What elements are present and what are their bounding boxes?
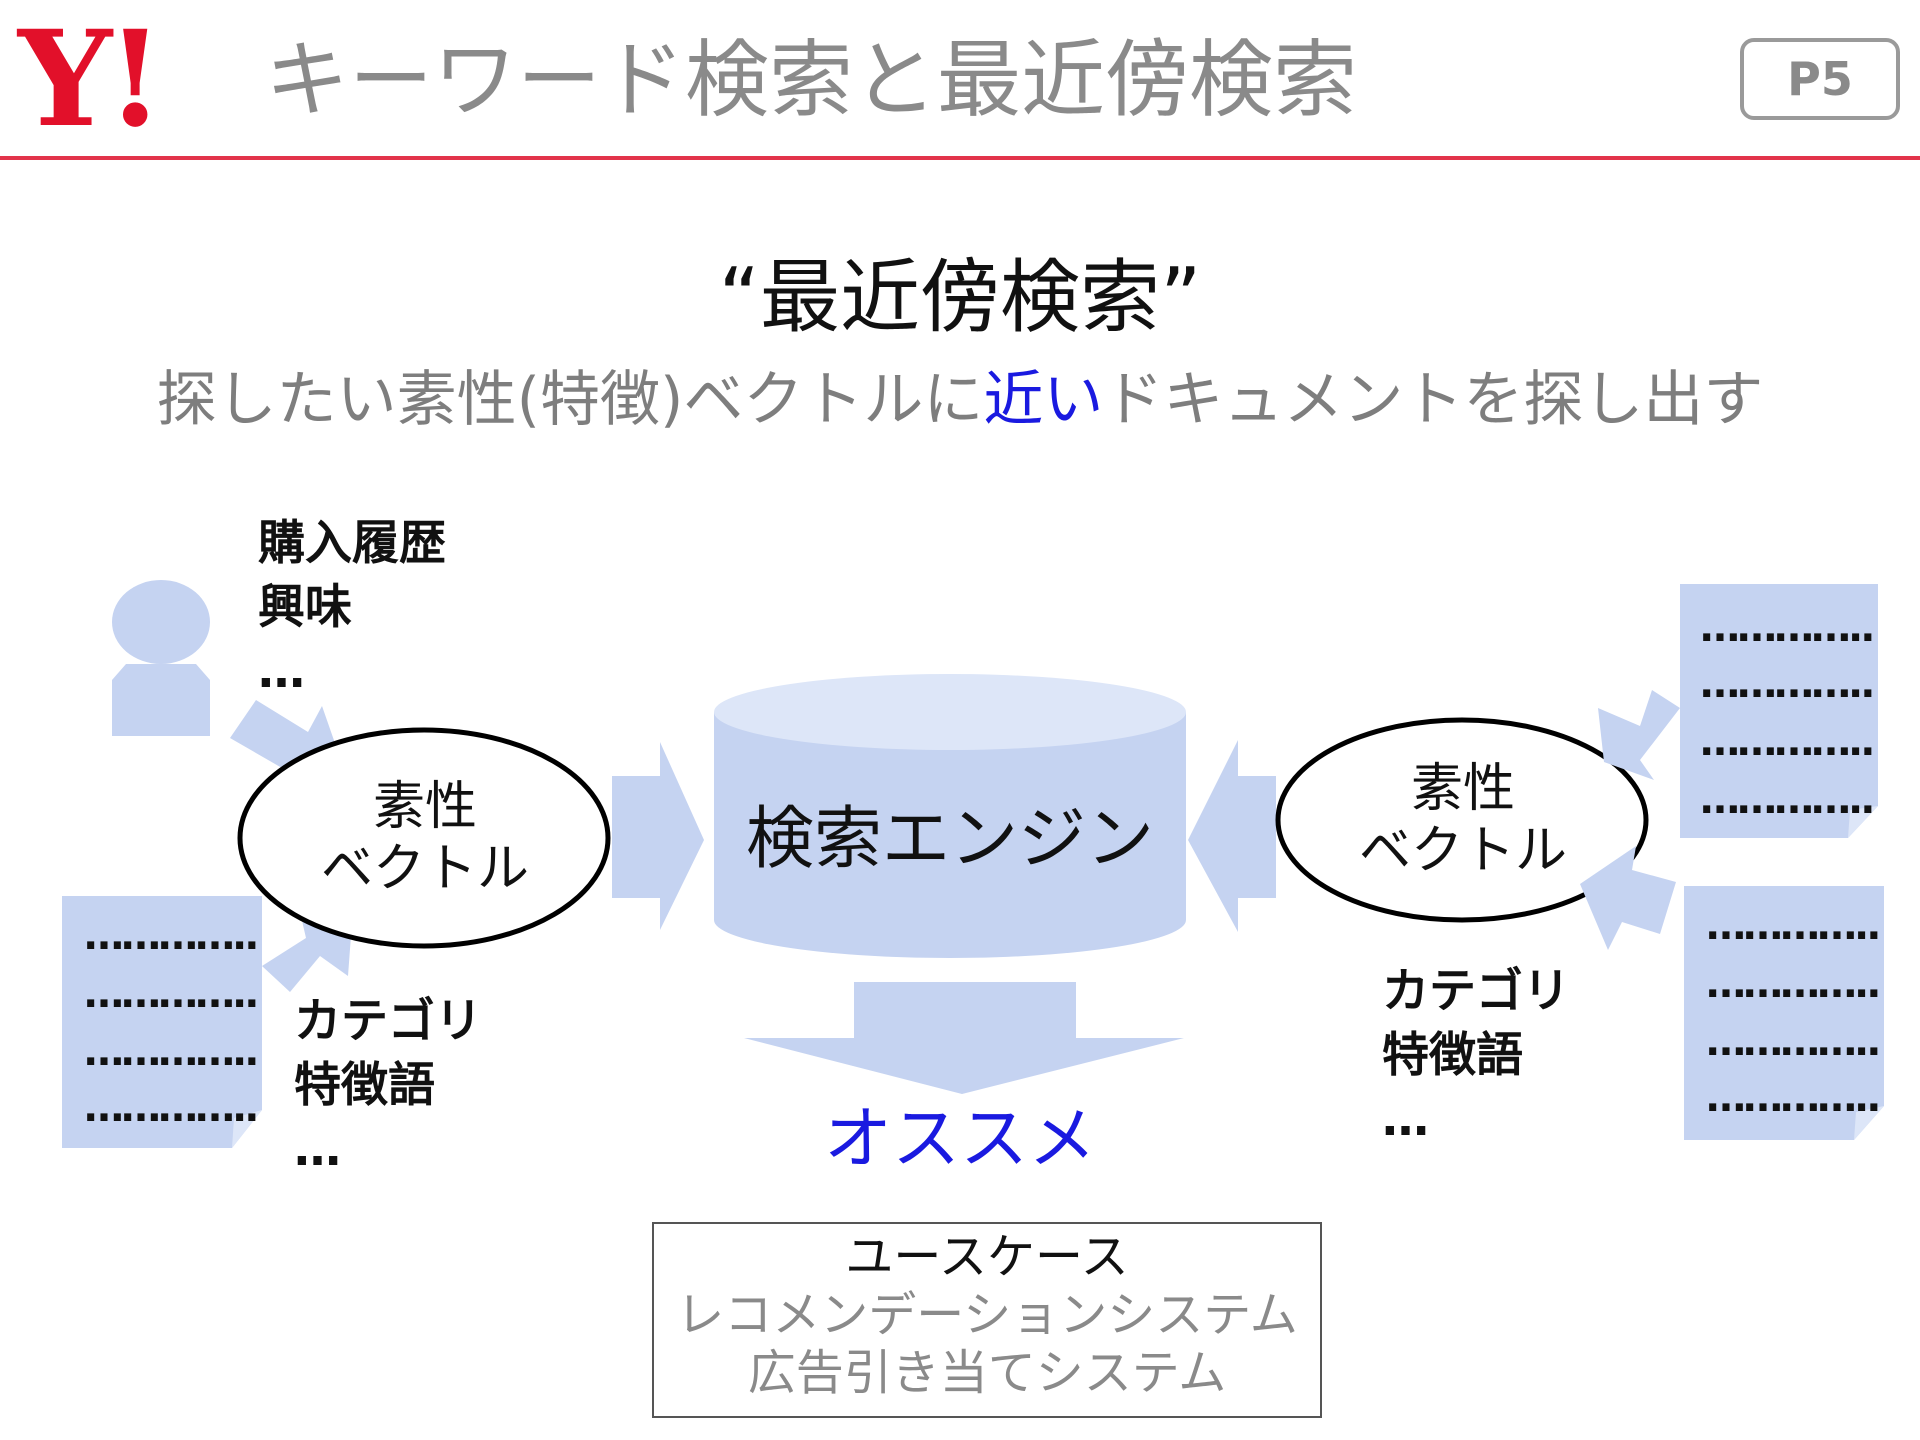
arrow-doc-to-vector-right-top [1598, 690, 1680, 780]
arrow-vector-to-engine-right [1188, 740, 1276, 932]
document-icon-right-bottom [1684, 886, 1884, 1140]
yahoo-logo: Y! [18, 2, 164, 157]
subtitle-highlight: 近い [983, 365, 1104, 435]
header-divider [0, 156, 1920, 160]
recommendation-label: オススメ [823, 1100, 1096, 1179]
document-icon-right-top [1680, 584, 1878, 838]
user-attributes-label: 購入履歴 興味 … [258, 516, 446, 699]
document-text-line: ………….. [1700, 661, 1875, 707]
document-text-line: ………….. [84, 971, 259, 1017]
main-heading: “最近傍検索” [718, 251, 1202, 344]
document-text-line: ………….. [84, 913, 259, 959]
feature-vector-label-right: 素性 ベクトル [1358, 759, 1567, 881]
document-text-line: ………….. [1700, 777, 1875, 823]
feature-vector-ellipse-left [237, 727, 611, 949]
feature-vector-label-left: 素性 ベクトル [320, 777, 529, 899]
document-features-label-right: カテゴリ 特徴語 … [1382, 964, 1570, 1147]
use-case-box: ユースケース レコメンデーションシステム 広告引き当てシステム [652, 1222, 1322, 1418]
slide-title: キーワード検索と最近傍検索 [265, 31, 1358, 129]
arrow-doc-to-vector-right-bottom [1580, 846, 1676, 950]
document-text-line: ………….. [1706, 903, 1881, 949]
document-text-line: ………….. [1706, 1019, 1881, 1065]
use-case-item: 広告引き当てシステム [747, 1345, 1227, 1401]
subtitle-text-after: ドキュメントを探し出す [1103, 365, 1764, 435]
document-features-label-left: カテゴリ 特徴語 … [294, 994, 482, 1177]
user-icon [112, 580, 210, 736]
search-engine-cylinder [714, 674, 1186, 958]
page-number-badge: P5 [1740, 38, 1900, 120]
document-text-line: ………….. [1700, 605, 1875, 651]
document-text-line: ………….. [1700, 719, 1875, 765]
feature-vector-ellipse-right [1275, 717, 1649, 923]
use-case-title: ユースケース [845, 1229, 1129, 1285]
document-text-line: ………….. [84, 1029, 259, 1075]
document-text-line: ………….. [1706, 1075, 1881, 1121]
arrow-vector-to-engine-left [612, 742, 704, 930]
subtitle: 探したい素性(特徴)ベクトルに近いドキュメントを探し出す [0, 362, 1920, 438]
document-text-line: ………….. [1706, 961, 1881, 1007]
arrow-engine-to-output [744, 982, 1184, 1094]
search-engine-label: 検索エンジン [745, 800, 1154, 879]
subtitle-text-before: 探したい素性(特徴)ベクトルに [156, 365, 984, 435]
document-icon-left [62, 896, 262, 1148]
use-case-item: レコメンデーションシステム [676, 1287, 1298, 1343]
document-text-line: ………….. [84, 1085, 259, 1131]
